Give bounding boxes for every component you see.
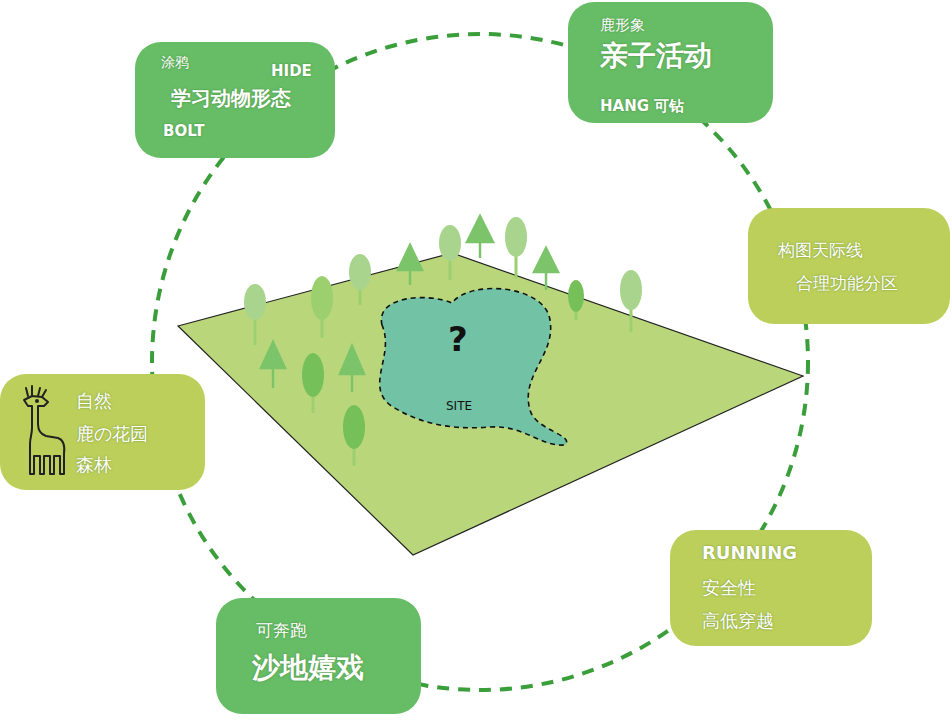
idea-text: 鹿の花园	[76, 423, 148, 445]
idea-box: 可奔跑沙地嬉戏	[216, 598, 421, 714]
idea-text: HIDE	[271, 62, 312, 80]
idea-text: 涂鸦	[161, 54, 189, 71]
site-outline	[360, 275, 575, 450]
idea-box: 构图天际线合理功能分区	[748, 208, 950, 324]
ground-plane	[178, 253, 803, 555]
deer-icon	[18, 384, 70, 476]
idea-text: 安全性	[702, 577, 756, 599]
idea-text: 构图天际线	[778, 240, 863, 260]
idea-text: 可奔跑	[256, 620, 307, 640]
idea-text: 森林	[76, 454, 112, 476]
idea-text: 沙地嬉戏	[252, 651, 364, 685]
idea-text: RUNNING	[702, 542, 797, 564]
site-label: SITE	[446, 399, 472, 413]
idea-text: 高低穿越	[702, 610, 774, 632]
idea-text: 合理功能分区	[796, 273, 898, 293]
site-label: ?	[448, 319, 468, 360]
idea-box: 鹿形象亲子活动 HANG 可钻	[568, 2, 773, 123]
idea-box: RUNNING 安全性高低穿越	[670, 530, 872, 646]
idea-text: BOLT	[163, 122, 205, 140]
idea-text: 亲子活动	[600, 39, 712, 73]
idea-box: 涂鸦 HIDE 学习动物形态 BOLT	[135, 42, 335, 158]
idea-text: 鹿形象	[600, 16, 645, 34]
idea-text: HANG 可钻	[600, 97, 684, 115]
trees	[244, 216, 642, 466]
site-area: ? SITE	[360, 275, 575, 450]
idea-text: 学习动物形态	[171, 86, 291, 110]
idea-text: 自然	[76, 390, 112, 412]
